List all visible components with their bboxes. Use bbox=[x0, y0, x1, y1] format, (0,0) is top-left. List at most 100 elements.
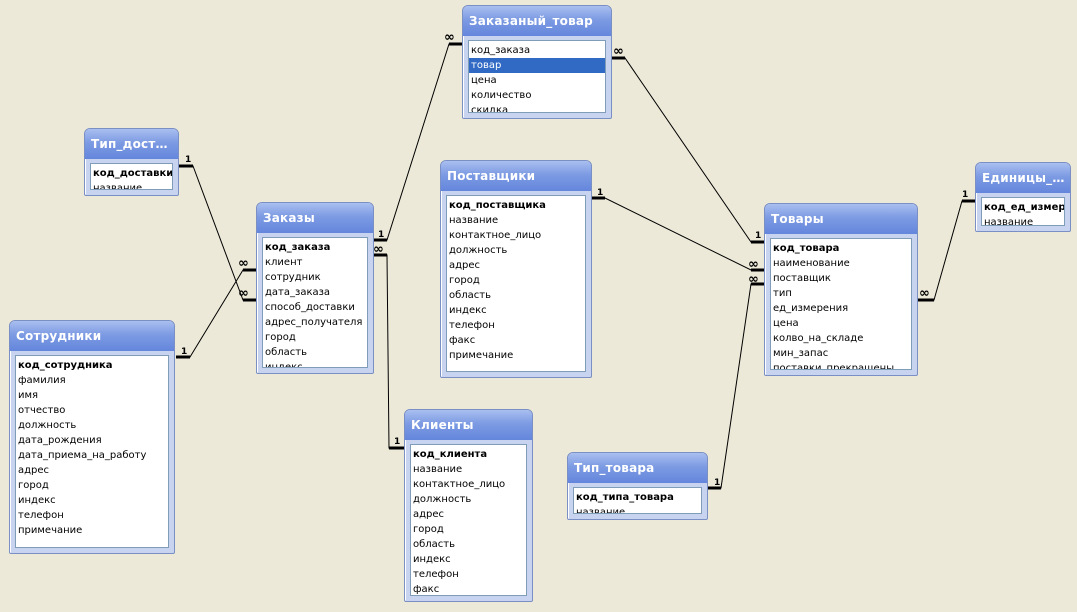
many-label: ∞ bbox=[613, 44, 624, 59]
one-label: 1 bbox=[181, 347, 187, 357]
table-sotrudniki[interactable]: Сотрудники код_сотрудника фамилия имя от… bbox=[9, 320, 175, 554]
field[interactable]: телефон bbox=[413, 569, 459, 580]
field[interactable]: индекс bbox=[18, 495, 56, 506]
field[interactable]: цена bbox=[773, 318, 799, 329]
field[interactable]: фамилия bbox=[18, 375, 66, 386]
field[interactable]: сотрудник bbox=[265, 272, 321, 283]
field[interactable]: адрес bbox=[413, 509, 445, 520]
table-title[interactable]: Клиенты bbox=[405, 410, 532, 440]
field[interactable]: ед_измерения bbox=[773, 303, 849, 314]
field[interactable]: индекс bbox=[265, 362, 303, 368]
table-postavshchiki[interactable]: Поставщики код_поставщика название конта… bbox=[440, 160, 592, 378]
relation-line bbox=[373, 254, 405, 449]
table-title[interactable]: Поставщики bbox=[441, 161, 591, 191]
field[interactable]: город bbox=[413, 524, 444, 535]
field-list[interactable]: код_сотрудника фамилия имя отчество долж… bbox=[15, 355, 169, 548]
field[interactable]: код_заказа bbox=[471, 45, 531, 56]
table-tovary[interactable]: Товары код_товара наименование поставщик… bbox=[764, 203, 918, 376]
field[interactable]: поставщик bbox=[773, 273, 831, 284]
field[interactable]: название bbox=[93, 183, 143, 190]
field[interactable]: город bbox=[18, 480, 49, 491]
field-primary-key[interactable]: код_поставщика bbox=[449, 200, 546, 211]
field[interactable]: колво_на_складе bbox=[773, 333, 864, 344]
field[interactable]: индекс bbox=[449, 305, 487, 316]
table-title[interactable]: Единицы_… bbox=[976, 163, 1070, 193]
field[interactable]: адрес bbox=[449, 260, 481, 271]
field-primary-key[interactable]: код_товара bbox=[773, 243, 840, 254]
field[interactable]: скидка bbox=[471, 105, 509, 113]
field-primary-key[interactable]: код_заказа bbox=[265, 242, 331, 253]
many-label: ∞ bbox=[238, 256, 249, 271]
field[interactable]: название bbox=[576, 507, 626, 514]
field[interactable]: должность bbox=[18, 420, 77, 431]
field[interactable]: город bbox=[449, 275, 480, 286]
field[interactable]: название bbox=[413, 464, 463, 475]
field[interactable]: дата_заказа bbox=[265, 287, 331, 298]
field-primary-key[interactable]: код_клиента bbox=[413, 449, 488, 460]
field[interactable]: название bbox=[984, 217, 1034, 226]
field[interactable]: дата_приема_на_работу bbox=[18, 450, 147, 461]
field[interactable]: наименование bbox=[773, 258, 850, 269]
field-list[interactable]: код_товара наименование поставщик тип ед… bbox=[770, 238, 912, 370]
table-zakazanny-tovar[interactable]: Заказаный_товар код_заказа товар цена ко… bbox=[462, 5, 612, 119]
field-primary-key[interactable]: код_типа_товара bbox=[576, 492, 674, 503]
field[interactable]: адрес bbox=[18, 465, 50, 476]
field[interactable]: цена bbox=[471, 75, 497, 86]
table-zakazy[interactable]: Заказы код_заказа клиент сотрудник дата_… bbox=[256, 202, 374, 374]
field[interactable]: область bbox=[413, 539, 456, 550]
field[interactable]: область bbox=[449, 290, 492, 301]
field[interactable]: индекс bbox=[413, 554, 451, 565]
table-title[interactable]: Сотрудники bbox=[10, 321, 174, 351]
field[interactable]: примечание bbox=[449, 350, 514, 361]
field[interactable]: поставки_прекращены bbox=[773, 363, 895, 370]
field[interactable]: имя bbox=[18, 390, 39, 401]
field[interactable]: мин_запас bbox=[773, 348, 829, 359]
field[interactable]: контактное_лицо bbox=[413, 479, 506, 490]
field[interactable]: тип bbox=[773, 288, 792, 299]
field-list[interactable]: код_заказа товар цена количество скидка bbox=[468, 40, 606, 113]
field-primary-key[interactable]: код_сотрудника bbox=[18, 360, 113, 371]
field[interactable]: контактное_лицо bbox=[449, 230, 542, 241]
table-klienty[interactable]: Клиенты код_клиента название контактное_… bbox=[404, 409, 533, 602]
field-list[interactable]: код_заказа клиент сотрудник дата_заказа … bbox=[262, 237, 368, 368]
table-edinicy[interactable]: Единицы_… код_ед_измерения название bbox=[975, 162, 1071, 232]
field-list[interactable]: код_клиента название контактное_лицо дол… bbox=[410, 444, 527, 596]
field[interactable]: название bbox=[449, 215, 499, 226]
table-tip-dostavki[interactable]: Тип_дост… код_доставки название bbox=[84, 128, 179, 196]
field[interactable]: должность bbox=[449, 245, 508, 256]
field-list[interactable]: код_ед_измерения название bbox=[981, 197, 1065, 226]
field-primary-key[interactable]: код_доставки bbox=[93, 168, 173, 179]
field[interactable]: дата_рождения bbox=[18, 435, 102, 446]
relation-line bbox=[611, 57, 765, 243]
field-list[interactable]: код_доставки название bbox=[90, 163, 173, 190]
table-title[interactable]: Тип_товара bbox=[568, 453, 707, 483]
field[interactable]: количество bbox=[471, 90, 532, 101]
table-title[interactable]: Товары bbox=[765, 204, 917, 234]
field-primary-key[interactable]: код_ед_измерения bbox=[984, 202, 1065, 213]
field[interactable]: примечание bbox=[18, 525, 83, 536]
field[interactable]: факс bbox=[413, 584, 440, 595]
field[interactable]: телефон bbox=[18, 510, 64, 521]
one-label: 1 bbox=[962, 190, 968, 200]
field-selected[interactable]: товар bbox=[469, 58, 605, 73]
field[interactable]: область bbox=[265, 347, 308, 358]
table-title[interactable]: Заказы bbox=[257, 203, 373, 233]
table-title[interactable]: Тип_дост… bbox=[85, 129, 178, 159]
field-list[interactable]: код_типа_товара название bbox=[573, 487, 702, 514]
one-label: 1 bbox=[714, 478, 720, 488]
field[interactable]: клиент bbox=[265, 257, 303, 268]
field-list[interactable]: код_поставщика название контактное_лицо … bbox=[446, 195, 586, 372]
field[interactable]: должность bbox=[413, 494, 472, 505]
table-title[interactable]: Заказаный_товар bbox=[463, 6, 611, 36]
table-tip-tovara[interactable]: Тип_товара код_типа_товара название bbox=[567, 452, 708, 520]
field[interactable]: способ_доставки bbox=[265, 302, 355, 313]
many-label: ∞ bbox=[919, 286, 930, 301]
relation-line bbox=[176, 269, 257, 358]
field[interactable]: факс bbox=[449, 335, 476, 346]
field[interactable]: отчество bbox=[18, 405, 66, 416]
field[interactable]: телефон bbox=[449, 320, 495, 331]
field[interactable]: адрес_получателя bbox=[265, 317, 363, 328]
one-label: 1 bbox=[185, 155, 191, 165]
many-label: ∞ bbox=[373, 242, 384, 257]
field[interactable]: город bbox=[265, 332, 296, 343]
